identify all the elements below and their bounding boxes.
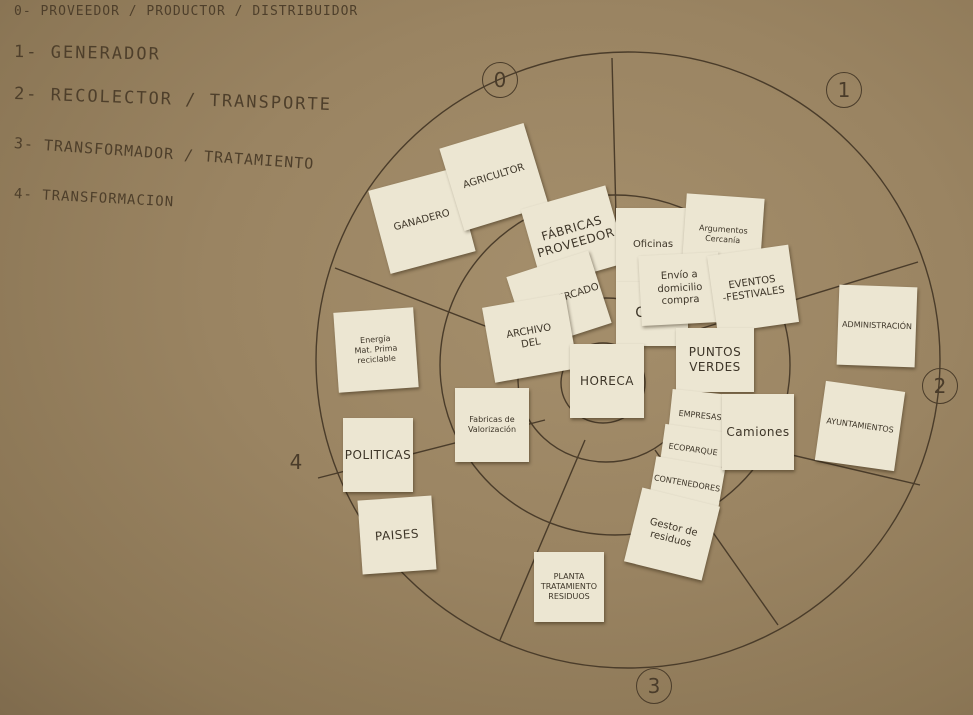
divider-bottom [499,439,586,641]
sticky-note-ayuntamientos[interactable]: AYUNTAMIENTOS [814,380,906,472]
center-ring [560,342,646,424]
sticky-note-archivo[interactable]: ARCHIVO DEL [482,293,578,383]
legend-line-0: 0- PROVEEDOR / PRODUCTOR / DISTRIBUIDOR [14,4,359,19]
zone-label-3: 3 [636,668,672,704]
legend-line-1: 1- GENERADOR [13,42,161,65]
sticky-note-puntos-verdes[interactable]: PUNTOS VERDES [676,328,754,392]
outer-ring [315,51,941,669]
sticky-note-administracion[interactable]: ADMINISTRACIÓN [836,284,918,368]
sticky-note-paises[interactable]: PAISES [357,495,437,575]
zone-label-0: 0 [482,62,518,98]
zone-label-1: 1 [826,72,862,108]
sticky-note-eventos[interactable]: EVENTOS -FESTIVALES [706,244,800,334]
sticky-note-energia[interactable]: Energía Mat. Prima reciclable [333,307,419,393]
zone-label-2: 2 [922,368,958,404]
sticky-note-planta[interactable]: PLANTA TRATAMIENTO RESIDUOS [534,552,604,622]
sticky-note-horeca[interactable]: HORECA [570,344,644,418]
sticky-note-fabrica-valorizacion[interactable]: Fabricas de Valorización [455,388,529,462]
sticky-note-politicas[interactable]: POLITICAS [343,418,413,492]
zone-label-4: 4 [289,450,303,474]
sticky-note-camiones[interactable]: Camiones [722,394,794,470]
